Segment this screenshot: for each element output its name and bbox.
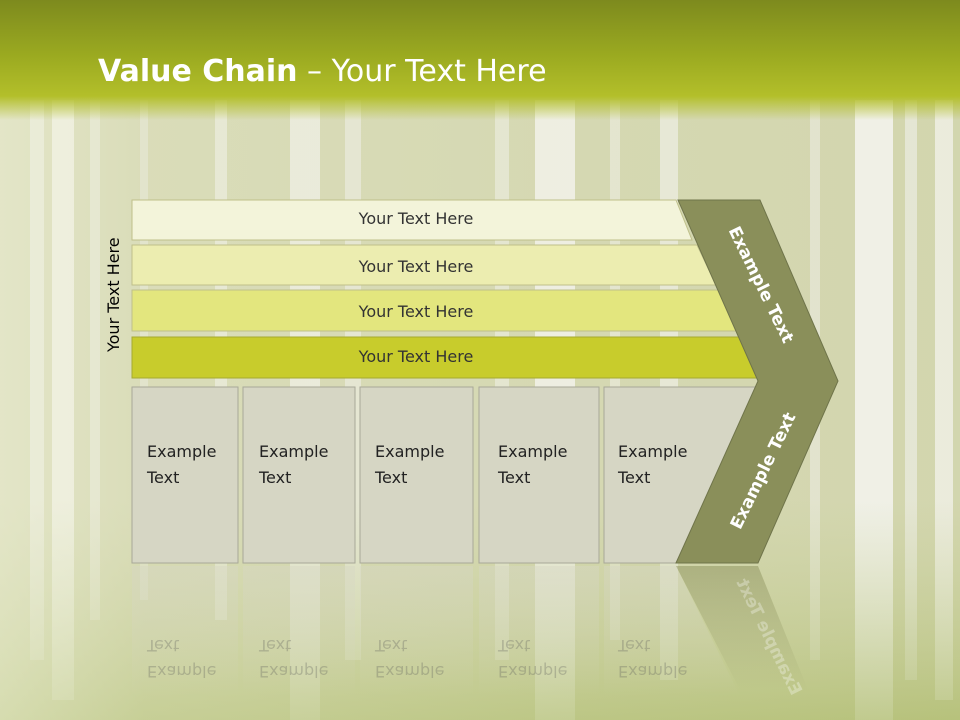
chevron-arrow (675, 199, 839, 564)
box-1 (131, 386, 239, 564)
box-4 (478, 386, 600, 564)
slide-title: Value Chain – Your Text Here (98, 54, 547, 89)
box-2 (242, 386, 356, 564)
bar-4-label: Your Text Here (358, 347, 474, 366)
bar-2-label: Your Text Here (358, 257, 474, 276)
bar-1-label: Your Text Here (358, 209, 474, 228)
bar-1 (131, 199, 693, 241)
box-3 (359, 386, 474, 564)
title-bold: Value Chain (98, 54, 298, 89)
bar-3-label: Your Text Here (358, 302, 474, 321)
header-band (0, 0, 960, 120)
title-rest: – Your Text Here (297, 54, 547, 89)
